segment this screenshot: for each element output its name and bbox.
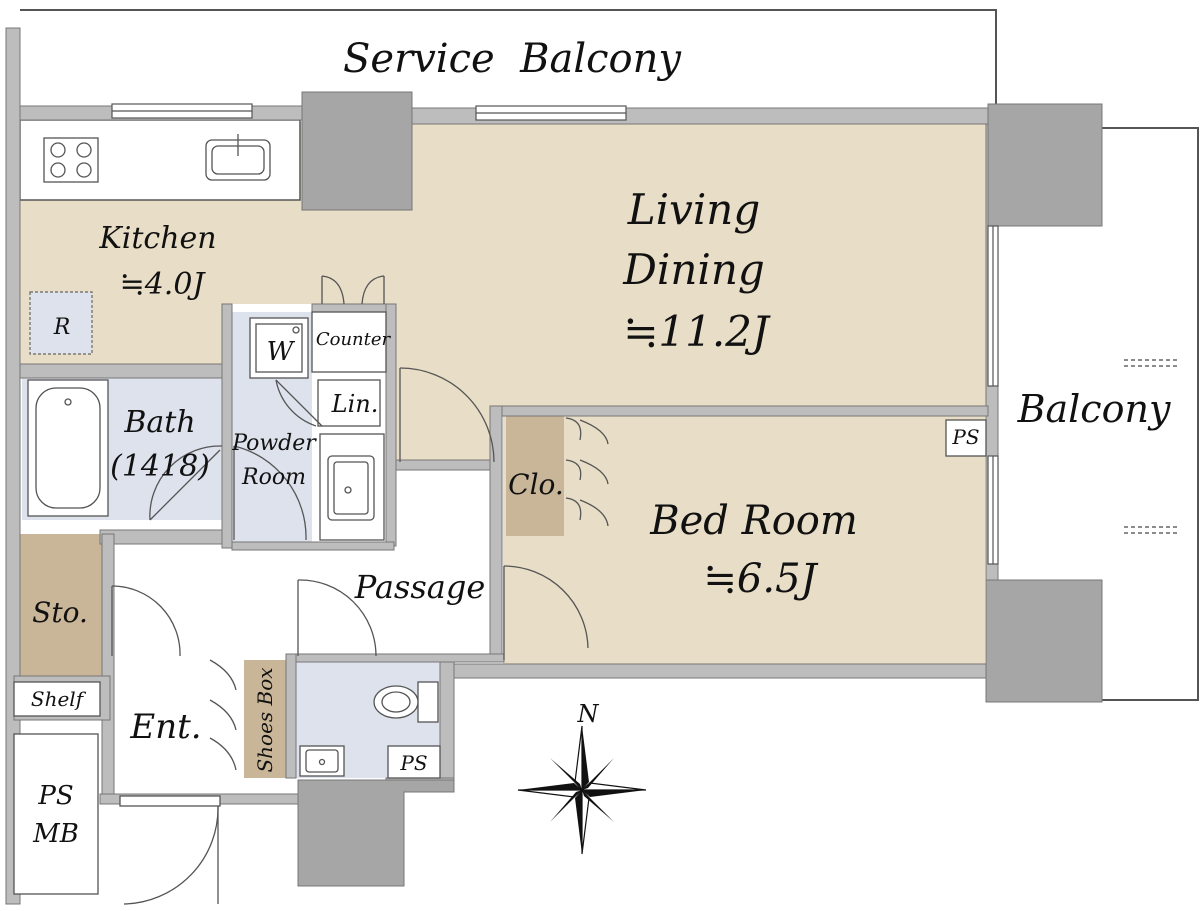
washer-space (249, 317, 309, 379)
counter-cabinet (311, 311, 387, 541)
pillar-bottom-middle (297, 779, 455, 887)
living-size: ≒11.2J (623, 307, 771, 356)
refrigerator-space (29, 291, 93, 355)
closet-label: Clo. (508, 468, 564, 501)
bathtub-icon (27, 379, 109, 517)
bath-size: (1418) (110, 449, 210, 484)
pillar-bottom-right (985, 579, 1103, 703)
sink-icon (205, 134, 271, 181)
living-dining-floor (18, 122, 988, 462)
service-balcony (20, 9, 997, 106)
bedroom-label: Bed Room (649, 498, 858, 544)
toilet-icon (373, 681, 439, 723)
washer-label: W (267, 337, 296, 367)
stove-icon (43, 137, 99, 183)
labels: Service Balcony Balcony Kitchen ≒4.0J R … (31, 36, 1171, 849)
bedroom-size: ≒6.5J (703, 556, 818, 602)
washbasin-icon (327, 455, 375, 521)
passage-label: Passage (354, 568, 486, 606)
balcony-outline (1102, 127, 1199, 701)
north-label: N (577, 700, 600, 728)
pillars (297, 91, 1103, 887)
ps-bedroom-label: PS (951, 425, 979, 449)
ps-mb-label-line2: MB (32, 819, 79, 849)
fridge-label: R (53, 315, 71, 340)
powder-label-line1: Powder (231, 431, 317, 456)
ps-mb-label-line1: PS (37, 781, 73, 811)
storage-label: Sto. (32, 596, 88, 629)
windows (111, 103, 999, 565)
counter-label: Counter (316, 329, 392, 350)
ps-boxes (13, 419, 987, 895)
pillar-top-middle (301, 91, 413, 211)
hand-basin-icon (299, 745, 345, 777)
shoes-box-floor (244, 660, 286, 778)
entrance-label: Ent. (129, 707, 201, 747)
dining-label: Dining (622, 245, 765, 294)
closet-floor (506, 414, 564, 536)
balcony-label: Balcony (1017, 387, 1171, 431)
doors (111, 275, 609, 905)
living-label: Living (627, 185, 760, 234)
pillar-top-right (987, 103, 1103, 227)
powder-label-line2: Room (241, 465, 306, 490)
shoes-box-label: Shoes Box (253, 667, 277, 772)
linen-label: Lin. (331, 390, 379, 418)
service-balcony-label: Service Balcony (343, 36, 682, 82)
ps-toilet-label: PS (399, 751, 427, 775)
kitchen-size: ≒4.0J (120, 267, 207, 302)
bath-label: Bath (123, 405, 195, 440)
kitchen-label: Kitchen (98, 221, 216, 256)
storage-floor (16, 534, 104, 678)
compass-rose-icon (517, 725, 647, 855)
kitchen-counter (19, 119, 301, 201)
shelf-label: Shelf (31, 687, 87, 711)
